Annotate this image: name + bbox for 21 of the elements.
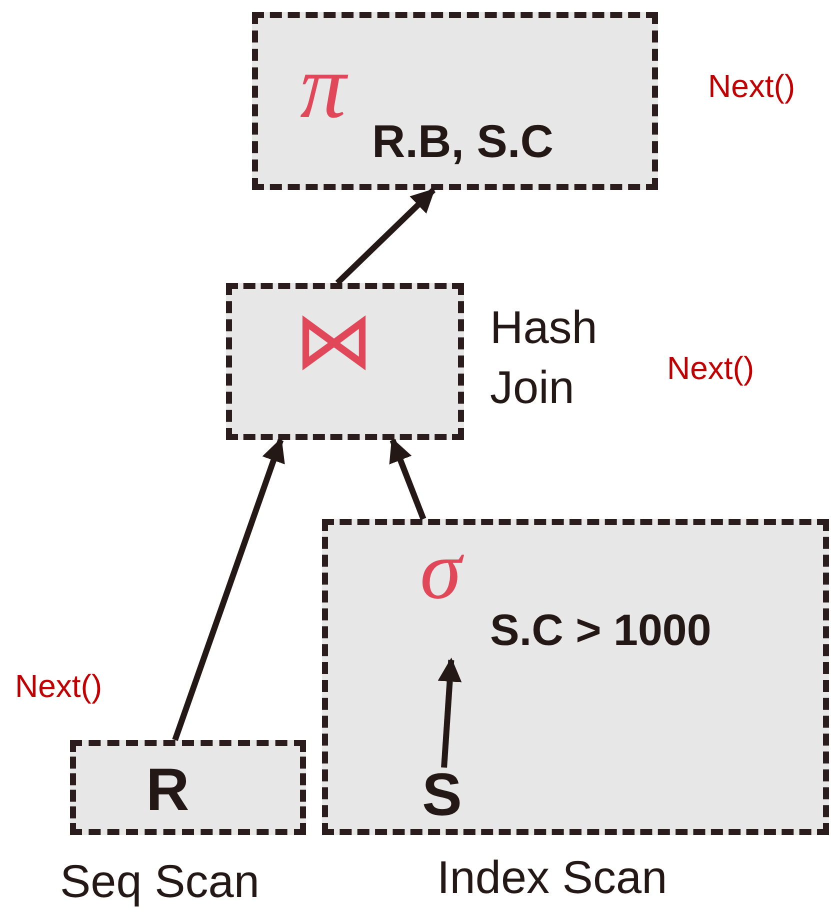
arrow	[172, 438, 285, 741]
arrow	[438, 658, 462, 768]
arrow	[389, 438, 426, 520]
operator-box	[252, 12, 658, 190]
operator-name: Seq Scan	[60, 854, 260, 909]
join-symbol: ⋈	[294, 301, 374, 381]
operator-box	[70, 740, 306, 835]
operator-name: Index Scan	[437, 850, 668, 905]
call-label: Next()	[15, 668, 102, 705]
relation-name: S	[422, 765, 462, 825]
column-list: R.B, S.C	[372, 118, 554, 164]
relation-name: R	[146, 760, 190, 820]
arrow	[335, 188, 436, 286]
projection-symbol: π	[300, 40, 346, 132]
operator-name: Hash Join	[490, 300, 598, 415]
operator-box	[226, 283, 464, 440]
operator-box	[322, 519, 829, 835]
call-label: Next()	[708, 68, 796, 105]
selection-symbol: σ	[420, 529, 462, 613]
predicate: S.C > 1000	[490, 609, 712, 653]
call-label: Next()	[667, 350, 754, 387]
